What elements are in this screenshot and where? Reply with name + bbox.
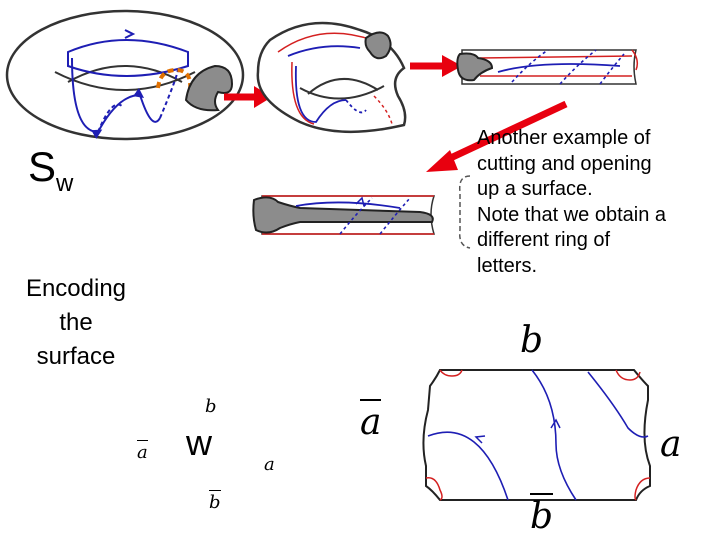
encoding-line: Encoding [25,275,127,302]
caption-line: letters. [477,254,538,277]
tube-diagram-1 [456,49,639,85]
tube-diagram-2 [252,195,436,235]
caption-line: different ring of [477,229,611,251]
arrow-3 [440,100,568,166]
small-bottom-bbar-label: b [209,490,221,513]
caption-line: Note that we obtain a [477,203,667,226]
small-left-abar-label: a [137,440,148,463]
caption-text: Another example of cutting and opening u… [477,126,713,279]
caption-line: cutting and opening [477,152,652,175]
encoding-label: Encoding the surface [8,272,144,374]
square-right-a-label: a [660,424,682,465]
torus-diagram-1 [5,9,245,141]
square-left-abar-label: a [360,399,382,443]
caption-line: up a surface. [477,178,593,200]
word-w-label: w [186,422,212,463]
square-bottom-bbar-label: b [530,493,554,537]
small-right-a-label: a [264,454,275,475]
square-top-b-label: b [520,320,544,361]
brace [458,175,471,249]
caption-line: Another example of [477,127,651,149]
surface-label: Sw [28,143,74,197]
encoding-line: surface [36,343,116,370]
encoding-line: the [59,309,93,336]
small-top-b-label: b [205,396,217,417]
square-diagram [422,369,651,501]
torus-diagram-2 [256,21,407,134]
